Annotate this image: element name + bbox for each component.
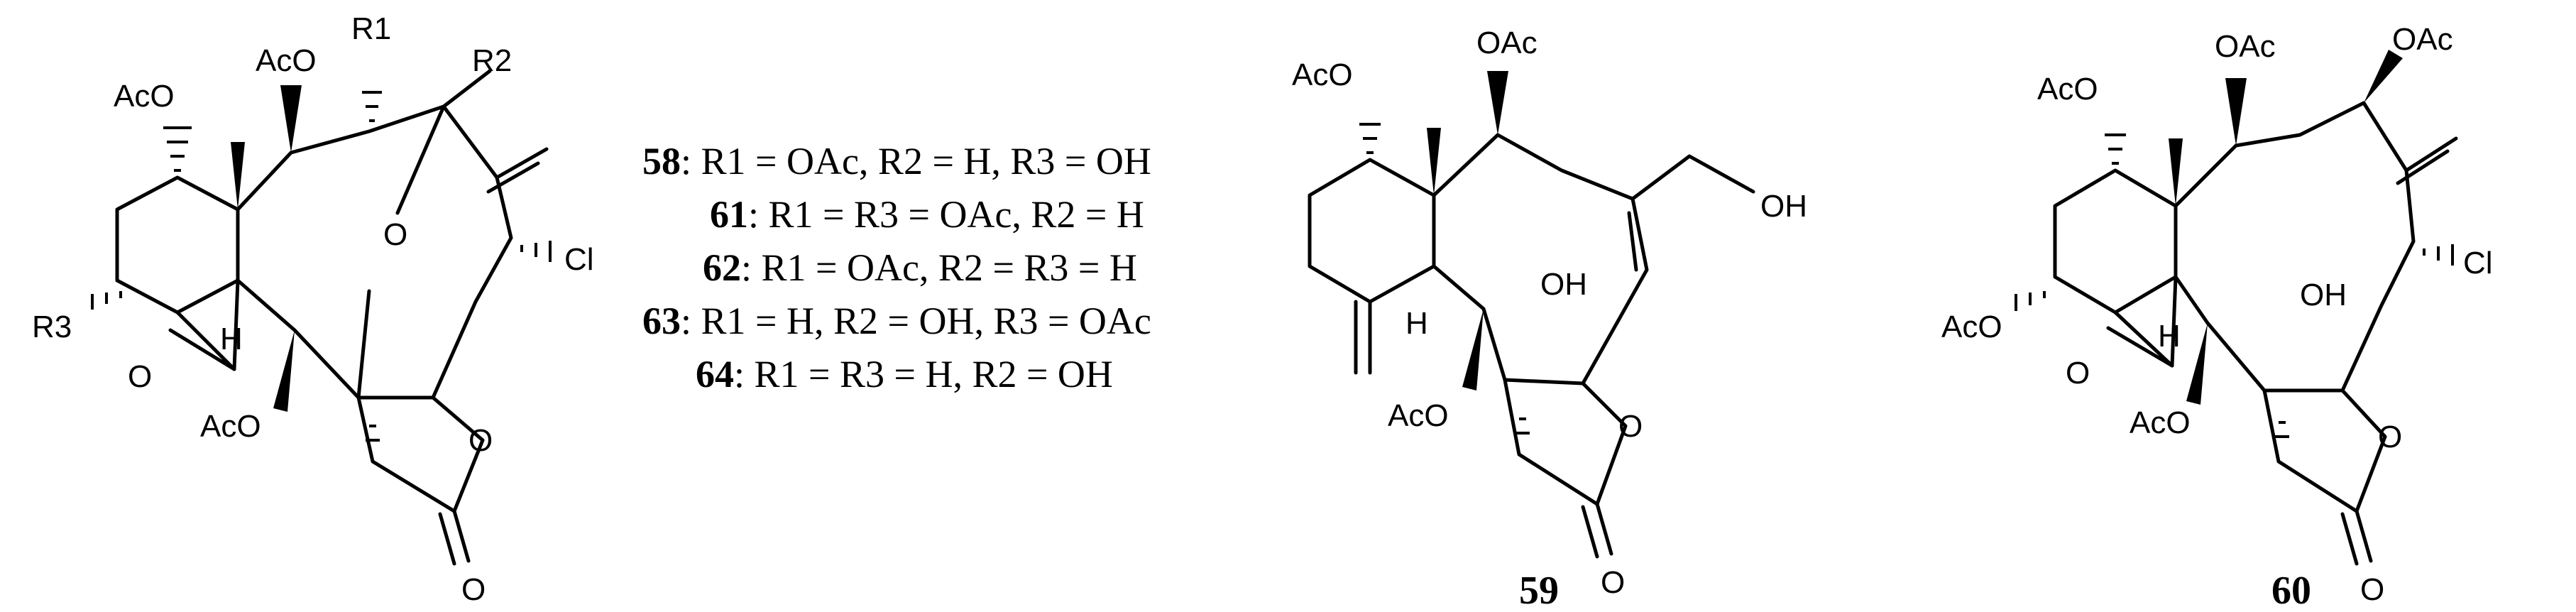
structure-60: AcO OAc OAc AcO AcO OH H O O O Cl 60 xyxy=(1941,22,2493,612)
s1-aco-top-left: AcO xyxy=(114,79,175,114)
s60-oac-right: OAc xyxy=(2392,22,2453,57)
s59-ch2oh: OH xyxy=(1760,189,1807,224)
s59-o-lactone: O xyxy=(1618,409,1643,444)
s59-aco-top-left: AcO xyxy=(1292,58,1353,92)
s1-o-bridge: O xyxy=(383,217,407,252)
legend-row-62: 62: R1 = OAc, R2 = R3 = H xyxy=(703,246,1137,289)
legend-row-64: 64: R1 = R3 = H, R2 = OH xyxy=(696,353,1113,395)
s1-aco-top: AcO xyxy=(256,43,317,78)
s1-r1: R1 xyxy=(351,11,391,46)
s60-number: 60 xyxy=(2271,569,2311,612)
s59-o-carbonyl: O xyxy=(1601,565,1625,600)
s60-aco-bottom: AcO xyxy=(2130,405,2191,440)
s59-oh: OH xyxy=(1540,267,1587,302)
s60-cl: Cl xyxy=(2463,246,2493,280)
structure-59: AcO OAc AcO OH OH H O O 59 xyxy=(1292,26,1807,612)
s60-aco-left: AcO xyxy=(1941,310,2002,344)
s60-h: H xyxy=(2158,319,2181,354)
legend-row-61: 61: R1 = R3 = OAc, R2 = H xyxy=(710,193,1144,236)
structure-58-64: AcO AcO AcO R1 R2 R3 H O O O O Cl xyxy=(32,11,594,607)
s1-h: H xyxy=(220,322,243,356)
s1-r3: R3 xyxy=(32,310,72,344)
s1-o-carbonyl: O xyxy=(461,572,486,607)
s1-aco-bottom: AcO xyxy=(200,409,261,444)
s60-oac-top: OAc xyxy=(2215,29,2276,64)
s59-h: H xyxy=(1405,306,1428,341)
s59-oac-top: OAc xyxy=(1476,26,1538,60)
s60-o-carbonyl: O xyxy=(2360,572,2384,607)
substituent-legend: 58: R1 = OAc, R2 = H, R3 = OH 61: R1 = R… xyxy=(642,140,1151,395)
s1-r2: R2 xyxy=(472,43,512,78)
s60-aco-top-left: AcO xyxy=(2037,72,2098,106)
s1-o-lactone: O xyxy=(468,423,493,458)
s60-o-lactone: O xyxy=(2378,420,2402,454)
legend-row-63: 63: R1 = H, R2 = OH, R3 = OAc xyxy=(642,300,1151,342)
s1-cl: Cl xyxy=(564,242,594,277)
s59-number: 59 xyxy=(1519,569,1559,612)
legend-row-58: 58: R1 = OAc, R2 = H, R3 = OH xyxy=(642,140,1151,182)
s60-o-epoxide: O xyxy=(2066,356,2090,390)
s60-oh: OH xyxy=(2300,278,2347,312)
s59-aco-bottom: AcO xyxy=(1388,398,1449,433)
s1-o-epoxide: O xyxy=(128,359,152,394)
